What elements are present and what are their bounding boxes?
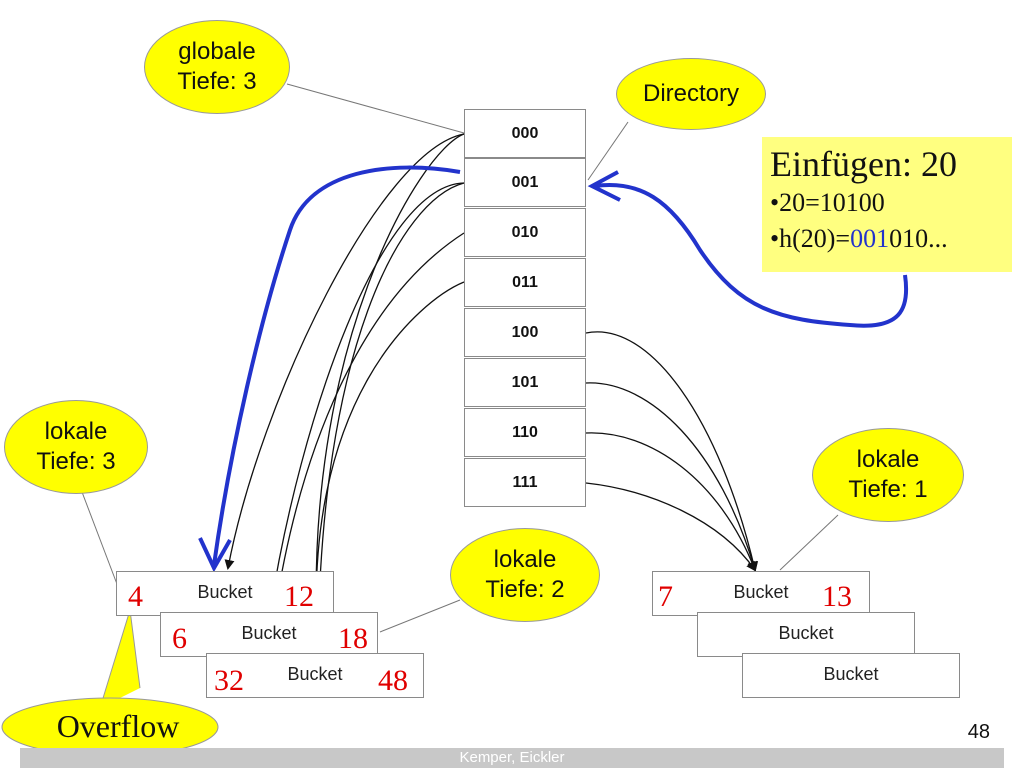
pointer-001b bbox=[317, 182, 465, 653]
local-depth-2-line1: lokale bbox=[493, 546, 557, 573]
bucket-left-3-key-b: 48 bbox=[378, 664, 408, 697]
insert-binary-line: •20=10100 bbox=[770, 188, 885, 217]
directory-entry: 111 bbox=[464, 458, 586, 507]
local-depth-3-callout: lokale Tiefe: 3 bbox=[4, 400, 148, 494]
directory-callout: Directory bbox=[616, 58, 766, 130]
hash-highlight: 001 bbox=[850, 224, 890, 253]
blue-arrow-to-directory bbox=[594, 183, 909, 328]
local-depth-2-line2: Tiefe: 2 bbox=[485, 576, 565, 603]
pointer-011 bbox=[312, 281, 465, 654]
bucket-right-3: Bucket bbox=[742, 653, 960, 698]
bucket-left-1-key-a: 4 bbox=[128, 580, 143, 613]
pointer-000b bbox=[315, 133, 465, 653]
local-depth-1-line2: Tiefe: 1 bbox=[848, 476, 928, 503]
blue-arrowhead-bucket bbox=[198, 537, 232, 573]
bucket-right-1: Bucket bbox=[652, 571, 870, 616]
local-depth-2-callout: lokale Tiefe: 2 bbox=[450, 528, 600, 622]
overflow-pointer bbox=[99, 609, 141, 709]
bucket-left-2-key-a: 6 bbox=[172, 622, 187, 655]
global-depth-line2: Tiefe: 3 bbox=[177, 68, 257, 95]
directory-entry: 000 bbox=[464, 109, 586, 158]
bucket-left-2-key-b: 18 bbox=[338, 622, 368, 655]
directory-pointer bbox=[587, 121, 629, 181]
directory-entry: 110 bbox=[464, 408, 586, 457]
hash-suffix: 010... bbox=[889, 224, 948, 253]
bucket-label: Bucket bbox=[823, 664, 879, 684]
local-depth-2-pointer bbox=[379, 599, 461, 633]
bucket-left-1-key-b: 12 bbox=[284, 580, 314, 613]
local-depth-3-line1: lokale bbox=[44, 418, 108, 445]
pointer-110 bbox=[585, 432, 757, 572]
bucket-label: Bucket bbox=[778, 623, 834, 643]
pointer-101 bbox=[585, 382, 758, 572]
global-depth-pointer bbox=[286, 83, 465, 134]
pointer-111 bbox=[585, 482, 757, 572]
insert-title: Einfügen: 20 bbox=[770, 144, 957, 184]
directory-label: Directory bbox=[642, 80, 739, 107]
insert-hash-line: •h(20)=001010... bbox=[770, 221, 1004, 257]
blue-arrowhead-directory bbox=[587, 170, 621, 202]
insert-info-box: Einfügen: 20 •20=10100 •h(20)=001010... bbox=[762, 137, 1012, 272]
local-depth-3-pointer bbox=[81, 491, 121, 593]
footer-text: Kemper, Eickler bbox=[459, 749, 565, 766]
local-depth-1-line1: lokale bbox=[856, 446, 920, 473]
directory-entry: 001 bbox=[464, 158, 586, 207]
bucket-left-1: Bucket bbox=[116, 571, 334, 616]
directory-entry: 100 bbox=[464, 308, 586, 357]
directory-entry: 101 bbox=[464, 358, 586, 407]
hash-prefix: •h(20)= bbox=[770, 224, 851, 253]
bucket-label: Bucket bbox=[241, 623, 297, 643]
local-depth-1-pointer bbox=[779, 514, 839, 571]
bucket-right-1-key-b: 13 bbox=[822, 580, 852, 613]
local-depth-3-line2: Tiefe: 3 bbox=[36, 448, 116, 475]
blue-arrow-to-bucket bbox=[212, 165, 461, 566]
bucket-left-3-key-a: 32 bbox=[214, 664, 244, 697]
bucket-label: Bucket bbox=[287, 664, 343, 684]
page-number: 48 bbox=[967, 721, 990, 743]
pointer-000 bbox=[224, 133, 465, 570]
directory-entry: 010 bbox=[464, 208, 586, 257]
bucket-label: Bucket bbox=[733, 582, 789, 602]
bucket-left-3: Bucket bbox=[206, 653, 424, 698]
bucket-right-2: Bucket bbox=[697, 612, 915, 657]
global-depth-callout: globale Tiefe: 3 bbox=[144, 20, 290, 114]
pointer-010 bbox=[271, 232, 465, 614]
bucket-right-1-key-a: 7 bbox=[658, 580, 673, 613]
bucket-label: Bucket bbox=[197, 582, 253, 602]
local-depth-1-callout: lokale Tiefe: 1 bbox=[812, 428, 964, 522]
footer-bar: Kemper, Eickler bbox=[20, 748, 1004, 768]
pointer-001 bbox=[266, 182, 465, 614]
global-depth-line1: globale bbox=[178, 38, 256, 65]
pointer-100 bbox=[585, 331, 759, 572]
directory-entry: 011 bbox=[464, 258, 586, 307]
overflow-label: Overflow bbox=[56, 708, 180, 744]
